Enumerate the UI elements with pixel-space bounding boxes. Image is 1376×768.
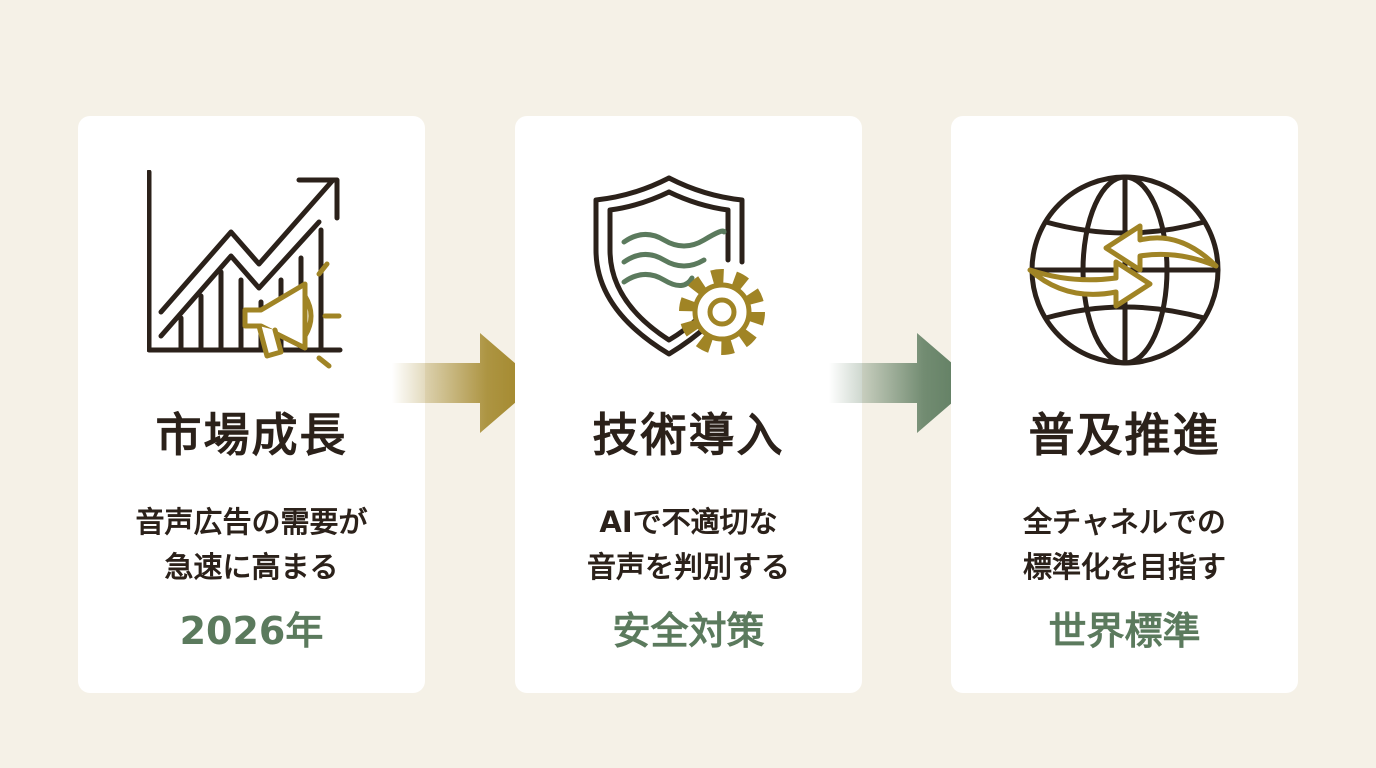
card-title: 技術導入 — [592, 408, 785, 462]
step-card-tech-introduction: 技術導入 AIで不適切な 音声を判別する 安全対策 — [515, 116, 862, 693]
description-line: 標準化を目指す — [1022, 550, 1226, 584]
card-tag: 安全対策 — [612, 609, 765, 653]
description-line: AIで不適切な — [599, 505, 778, 539]
description-line: 音声広告の需要が — [135, 505, 368, 539]
globe-exchange-icon — [1020, 170, 1230, 370]
card-tag: 世界標準 — [1048, 609, 1201, 653]
step-card-adoption: 普及推進 全チャネルでの 標準化を目指す 世界標準 — [951, 116, 1298, 693]
right-arrow-icon — [829, 333, 979, 433]
card-tag: 2026年 — [179, 609, 324, 653]
card-description: 音声広告の需要が 急速に高まる — [98, 500, 405, 590]
description-line: 全チャネルでの — [1023, 505, 1226, 539]
card-title: 普及推進 — [1028, 408, 1221, 462]
growth-chart-megaphone-icon — [146, 170, 357, 370]
description-line: 急速に高まる — [164, 550, 339, 584]
right-arrow-icon — [392, 333, 542, 433]
description-line: 音声を判別する — [586, 550, 790, 584]
card-title: 市場成長 — [155, 408, 348, 462]
step-card-market-growth: 市場成長 音声広告の需要が 急速に高まる 2026年 — [78, 116, 425, 693]
shield-gear-icon — [584, 170, 794, 370]
card-description: AIで不適切な 音声を判別する — [535, 500, 842, 590]
card-description: 全チャネルでの 標準化を目指す — [971, 500, 1278, 590]
